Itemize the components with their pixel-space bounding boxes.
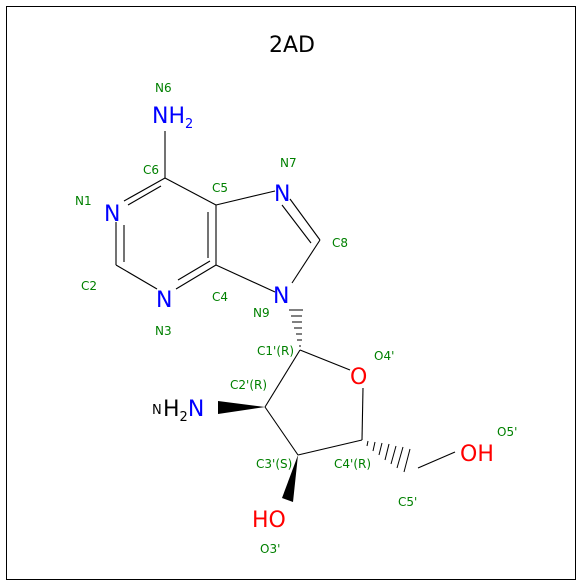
- bond-c4p-o4p: [361, 387, 364, 441]
- bond-c2-n3: [115, 264, 158, 290]
- bond-c5p-o5p: [417, 451, 456, 469]
- bond-c6-n1-inner: [127, 185, 162, 206]
- solid-wedge-c3p-o3p: [282, 455, 298, 502]
- diagram-title: 2AD: [269, 33, 315, 58]
- bond-c2p-c3p: [264, 406, 299, 456]
- label-n7: N7: [280, 156, 297, 170]
- bond-c6-n1: [123, 177, 166, 202]
- bond-c1p-o4p: [299, 349, 351, 371]
- label-c4: C4: [212, 290, 228, 304]
- label-n9: N9: [253, 306, 270, 320]
- label-c5p: C5': [398, 495, 417, 509]
- label-c1p: C1'(R): [257, 344, 294, 358]
- atom-n3: N: [156, 288, 172, 313]
- hash-wedge-c1p-n9: [289, 309, 303, 347]
- atom-n1: N: [104, 202, 120, 227]
- bond-c1p-c2p: [264, 349, 301, 408]
- label-o5p: O5': [497, 425, 517, 439]
- bond-n7-c8: [289, 198, 321, 241]
- label-o3p: O3': [260, 542, 280, 556]
- bond-n3-c4: [175, 264, 217, 290]
- solid-wedge-c2p-n: [218, 401, 265, 414]
- atom-n7: N: [274, 182, 290, 207]
- label-n1: N1: [75, 194, 92, 208]
- atom-oh5p: OH: [460, 442, 494, 467]
- atom-symbols: NH2 N N N N O N H2N OH HO: [104, 104, 494, 533]
- atom-n6: NH2: [152, 104, 193, 132]
- bond-c5-n7: [215, 190, 276, 206]
- hash-wedge-c4p-c5p: [366, 440, 411, 473]
- bonds: [115, 131, 456, 469]
- bond-n7-c8-inner: [281, 204, 312, 244]
- label-n6: N6: [155, 81, 172, 95]
- atom-labels: N6 C6 C5 N7 N1 C8 C2 C4 N3 N9 C1'(R) O4'…: [75, 81, 517, 556]
- label-c5: C5: [212, 181, 228, 195]
- bond-n3-c4-inner: [177, 260, 211, 281]
- label-c8: C8: [332, 236, 348, 250]
- label-c3p: C3'(S): [256, 457, 292, 471]
- label-c6: C6: [143, 163, 159, 177]
- bond-c3p-c4p: [297, 439, 363, 456]
- bond-c8-n9: [291, 239, 321, 284]
- bond-c6-c5: [164, 177, 217, 206]
- atom-ho3p: HO: [252, 508, 286, 533]
- label-n3: N3: [155, 324, 172, 338]
- label-c2: C2: [81, 279, 97, 293]
- atom-amine-prefix: N: [152, 403, 162, 418]
- atom-o4p: O: [350, 365, 367, 390]
- atom-n9: N: [273, 284, 289, 309]
- label-c2p: C2'(R): [230, 378, 267, 392]
- bond-n9-c4: [215, 264, 276, 293]
- label-c4p: C4'(R): [334, 457, 371, 471]
- atom-amine-h: H2N: [163, 397, 204, 425]
- label-o4p: O4': [374, 349, 394, 363]
